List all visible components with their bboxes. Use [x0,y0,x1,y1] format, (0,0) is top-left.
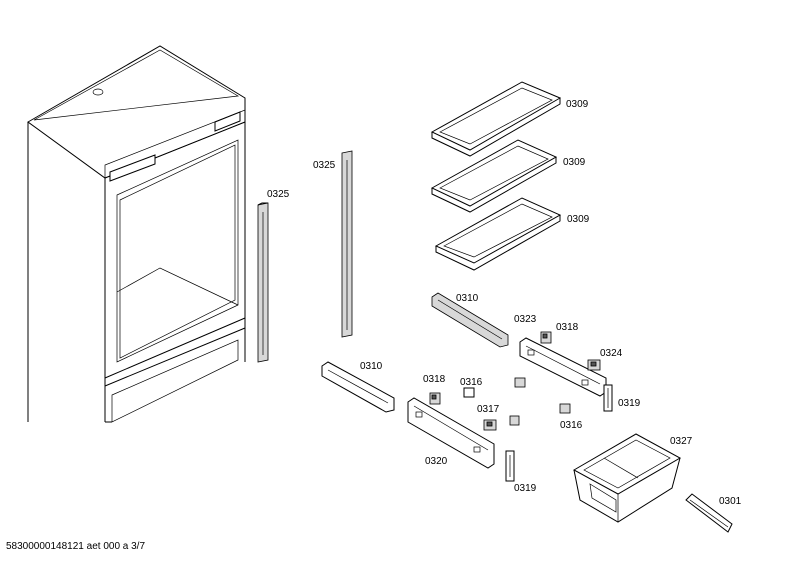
rail-0325-middle: 0325 [313,150,353,338]
label-0325-middle: 0325 [313,160,336,171]
rail-0310-lower: 0310 [321,361,395,413]
shelf-0309-middle: 0309 [430,139,586,213]
square-0316-upper: 0316 [460,377,526,398]
label-0324: 0324 [600,348,623,359]
bracket-0319-lower: 0319 [505,450,537,494]
square-0316-lower: 0316 [559,403,583,431]
label-0301: 0301 [719,496,742,507]
label-0318-right: 0318 [556,322,579,333]
label-0320: 0320 [425,456,448,467]
label-0319-right: 0319 [618,398,641,409]
label-0317: 0317 [477,404,500,415]
refrigerator-cabinet [27,45,246,423]
label-0319-lower: 0319 [514,483,537,494]
crisper-drawer-0327: 0327 [572,433,693,523]
label-0310-upper: 0310 [456,293,479,304]
label-0316-upper: 0316 [460,377,483,388]
label-0323: 0323 [514,314,537,325]
rail-0325-left: 0325 [257,189,290,363]
clip-0318-right: 0318 [540,322,579,344]
shelf-0309-top: 0309 [430,81,589,157]
label-0309-middle: 0309 [563,157,586,168]
label-0309-bottom: 0309 [567,214,590,225]
clip-0317: 0317 [477,404,520,431]
footer-document-code: 58300000148121 aet 000 a 3/7 [6,541,146,552]
rail-0310-upper: 0310 [431,292,509,348]
handle-0301: 0301 [685,493,742,533]
label-0316-lower: 0316 [560,420,583,431]
label-0327: 0327 [670,436,693,447]
clip-0324: 0324 [587,348,623,371]
label-0318-left: 0318 [423,374,446,385]
shelf-0309-bottom: 0309 [434,197,590,271]
clip-0318-left: 0318 [423,374,446,405]
label-0309-top: 0309 [566,99,589,110]
bracket-0319-right: 0319 [603,384,641,412]
label-0310-lower: 0310 [360,361,383,372]
panel-0320: 0320 [407,397,495,469]
label-0325-left: 0325 [267,189,290,200]
